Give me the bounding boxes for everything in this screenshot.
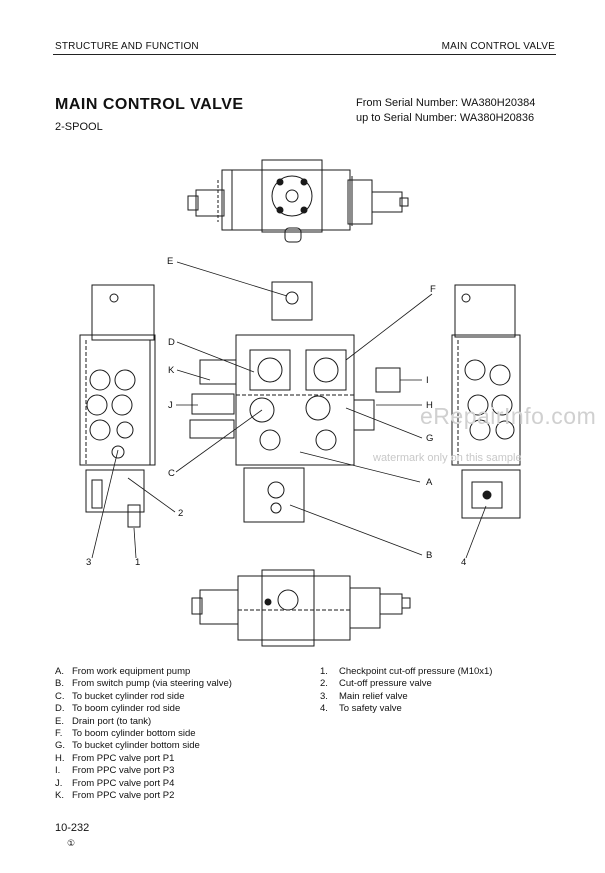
callout-2: 2 [178, 508, 183, 519]
legend-key: F. [55, 728, 63, 740]
callout-a: A [426, 477, 433, 488]
callout-i: I [426, 375, 429, 386]
callout-f: F [430, 284, 436, 295]
legend-item: 4. To safety valve [320, 703, 492, 715]
legend-item: 3. Main relief valve [320, 691, 492, 703]
legend-text: Cut-off pressure valve [339, 678, 432, 690]
legend-item: F. To boom cylinder bottom side [55, 728, 232, 740]
legend-text: From PPC valve port P2 [72, 790, 175, 802]
header-rule [53, 54, 556, 55]
page-title: MAIN CONTROL VALVE [55, 96, 244, 113]
running-header-section: STRUCTURE AND FUNCTION [55, 41, 199, 52]
legend-key: 2. [320, 678, 328, 690]
legend-key: A. [55, 666, 64, 677]
legend-item: H. From PPC valve port P1 [55, 753, 232, 765]
callout-3: 3 [86, 557, 91, 568]
legend-text: From PPC valve port P4 [72, 777, 175, 789]
legend-parts: 1. Checkpoint cut-off pressure (M10x1) 2. C… [320, 666, 492, 716]
legend-item: J. From PPC valve port P4 [55, 778, 232, 790]
front-view [189, 281, 401, 523]
legend-text: Main relief valve [339, 690, 408, 702]
page-subtitle: 2-SPOOL [55, 121, 103, 133]
legend-text: To boom cylinder rod side [72, 703, 181, 715]
legend-key: B. [55, 678, 64, 690]
legend-item: A. From work equipment pump [55, 666, 232, 678]
legend-item: 1. Checkpoint cut-off pressure (M10x1) [320, 666, 492, 678]
legend-key: J. [55, 777, 63, 789]
callout-j: J [168, 400, 173, 411]
legend-key: 3. [320, 690, 328, 702]
callout-4: 4 [461, 557, 466, 568]
callout-e: E [167, 256, 173, 267]
serial-range: From Serial Number: WA380H20384 up to Se… [356, 96, 535, 126]
callout-1: 1 [135, 557, 140, 568]
legend-item: 2. Cut-off pressure valve [320, 678, 492, 690]
legend-key: D. [55, 703, 65, 715]
callout-c: C [168, 468, 175, 479]
watermark-site: eRepairInfo.com [420, 403, 597, 429]
callout-d: D [168, 337, 175, 348]
legend-key: I. [55, 765, 61, 777]
legend-key: H. [55, 752, 65, 764]
legend-text: To safety valve [339, 703, 402, 715]
legend-item: D. To boom cylinder rod side [55, 703, 232, 715]
legend-text: To bucket cylinder bottom side [72, 740, 200, 752]
legend-item: I. From PPC valve port P3 [55, 765, 232, 777]
legend-text: To boom cylinder bottom side [72, 728, 196, 740]
legend-text: Drain port (to tank) [72, 715, 152, 727]
callout-b: B [426, 550, 432, 561]
legend-key: E. [55, 715, 64, 727]
callout-k: K [168, 365, 175, 376]
serial-from: From Serial Number: WA380H20384 [356, 97, 536, 109]
legend-key: 4. [320, 703, 328, 715]
legend-text: Checkpoint cut-off pressure (M10x1) [339, 666, 493, 677]
top-view [187, 159, 409, 243]
legend-item: G. To bucket cylinder bottom side [55, 740, 232, 752]
legend-text: From PPC valve port P3 [72, 765, 175, 777]
running-header-topic: MAIN CONTROL VALVE [441, 41, 555, 52]
legend-item: E. Drain port (to tank) [55, 716, 232, 728]
callout-labels: E F D K I J H G C A B 1 2 3 4 [86, 256, 466, 568]
leader-lines [91, 261, 487, 559]
legend-text: From switch pump (via steering valve) [72, 678, 232, 690]
legend-text: From work equipment pump [72, 666, 191, 677]
legend-item: K. From PPC valve port P2 [55, 790, 232, 802]
callout-g: G [426, 433, 433, 444]
right-side-view [451, 284, 521, 519]
legend-item: C. To bucket cylinder rod side [55, 691, 232, 703]
legend-key: K. [55, 790, 64, 802]
serial-to: up to Serial Number: WA380H20836 [356, 112, 535, 124]
legend-item: B. From switch pump (via steering valve) [55, 678, 232, 690]
legend-text: To bucket cylinder rod side [72, 690, 185, 702]
callout-h: H [426, 400, 433, 411]
page-number: 10-232 [55, 822, 90, 834]
legend-key: C. [55, 690, 65, 702]
legend-key: G. [55, 740, 66, 752]
watermark-note: watermark only on this sample [373, 452, 522, 464]
legend-key: 1. [320, 666, 328, 677]
bottom-view [191, 569, 411, 647]
legend-text: From PPC valve port P1 [72, 752, 175, 764]
revision-mark: ① [67, 838, 76, 848]
left-side-view [79, 284, 156, 528]
